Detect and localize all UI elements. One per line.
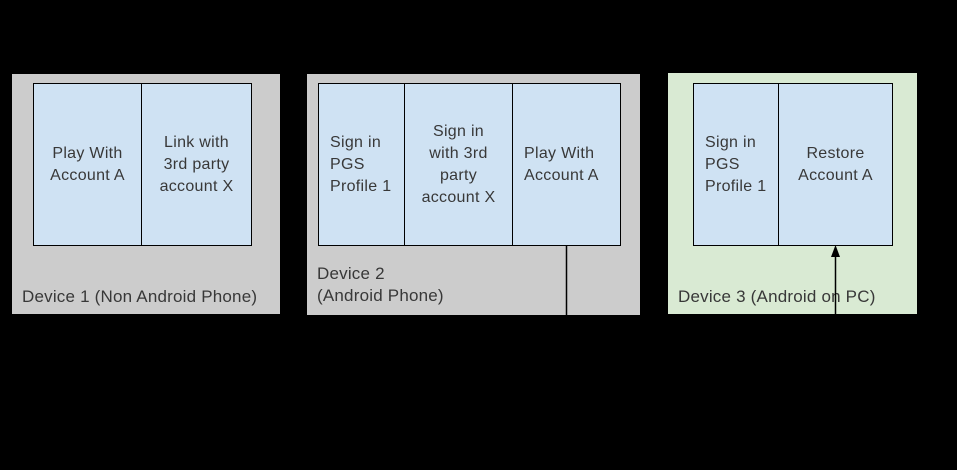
device-1-label: Device 1 (Non Android Phone)	[22, 287, 258, 306]
step-sign-in-with-3rd-party-account-x: Sign in with 3rd party account X	[404, 83, 513, 246]
step-label: Sign in PGS Profile 1	[705, 133, 767, 195]
device-1-box: Play With Account A Link with 3rd party …	[12, 74, 280, 314]
step-label: Sign in with 3rd party account X	[421, 122, 496, 206]
device-2-label: Device 2 (Android Phone)	[317, 264, 444, 305]
step-play-with-account-a-device1: Play With Account A	[33, 83, 142, 246]
step-restore-account-a: Restore Account A	[778, 83, 893, 246]
step-sign-in-pgs-profile-1-device3: Sign in PGS Profile 1	[693, 83, 779, 246]
step-label: Sign in PGS Profile 1	[330, 133, 392, 195]
step-label: Play With Account A	[524, 144, 599, 184]
step-label: Restore Account A	[798, 144, 873, 184]
step-play-with-account-a-device2: Play With Account A	[512, 83, 621, 246]
step-sign-in-pgs-profile-1-device2: Sign in PGS Profile 1	[318, 83, 405, 246]
step-link-with-3rd-party-account-x: Link with 3rd party account X	[141, 83, 252, 246]
device-2-box: Sign in PGS Profile 1 Sign in with 3rd p…	[307, 74, 640, 315]
step-label: Link with 3rd party account X	[159, 133, 234, 195]
step-label: Play With Account A	[50, 144, 125, 184]
device-3-label: Device 3 (Android on PC)	[678, 287, 876, 306]
device-3-box: Sign in PGS Profile 1 Restore Account A …	[668, 73, 917, 314]
